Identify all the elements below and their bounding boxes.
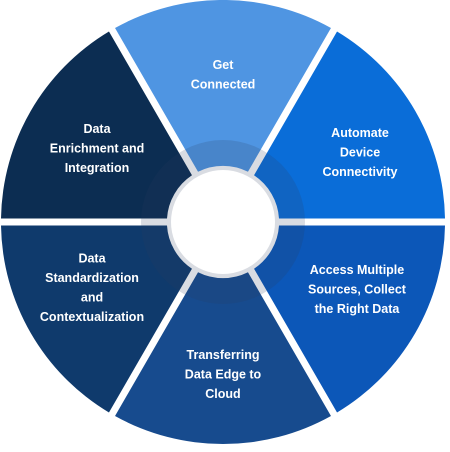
segment-5-label-line: Standardization xyxy=(45,271,139,285)
segment-3-label-line: Access Multiple xyxy=(310,263,405,277)
segment-4-label-line: Transferring xyxy=(187,348,260,362)
segment-5-label-line: and xyxy=(81,290,103,304)
segment-3 xyxy=(254,225,445,413)
segment-5-label-line: Contextualization xyxy=(40,310,144,324)
segment-4-label-line: Data Edge to xyxy=(185,368,262,382)
segment-2-label-line: Automate xyxy=(331,126,389,140)
segment-5-label-line: Data xyxy=(78,251,106,265)
segment-2-label-line: Device xyxy=(340,146,380,160)
segment-1-label-line: Get xyxy=(213,58,235,72)
segment-6-label-line: Data xyxy=(83,122,111,136)
segment-5 xyxy=(1,225,192,413)
segment-4-label-line: Cloud xyxy=(205,387,240,401)
segment-3-label-line: Sources, Collect xyxy=(308,283,407,297)
segment-4 xyxy=(115,272,331,445)
segment-1-label-line: Connected xyxy=(191,77,256,91)
segment-3-label-line: the Right Data xyxy=(315,302,401,316)
segment-6 xyxy=(1,31,192,219)
segment-2 xyxy=(254,31,445,219)
segment-1 xyxy=(115,0,331,172)
segment-6-label-line: Enrichment and xyxy=(50,142,144,156)
segment-2-label-line: Connectivity xyxy=(322,165,397,179)
center-hub xyxy=(171,170,275,274)
segment-6-label-line: Integration xyxy=(65,161,130,175)
